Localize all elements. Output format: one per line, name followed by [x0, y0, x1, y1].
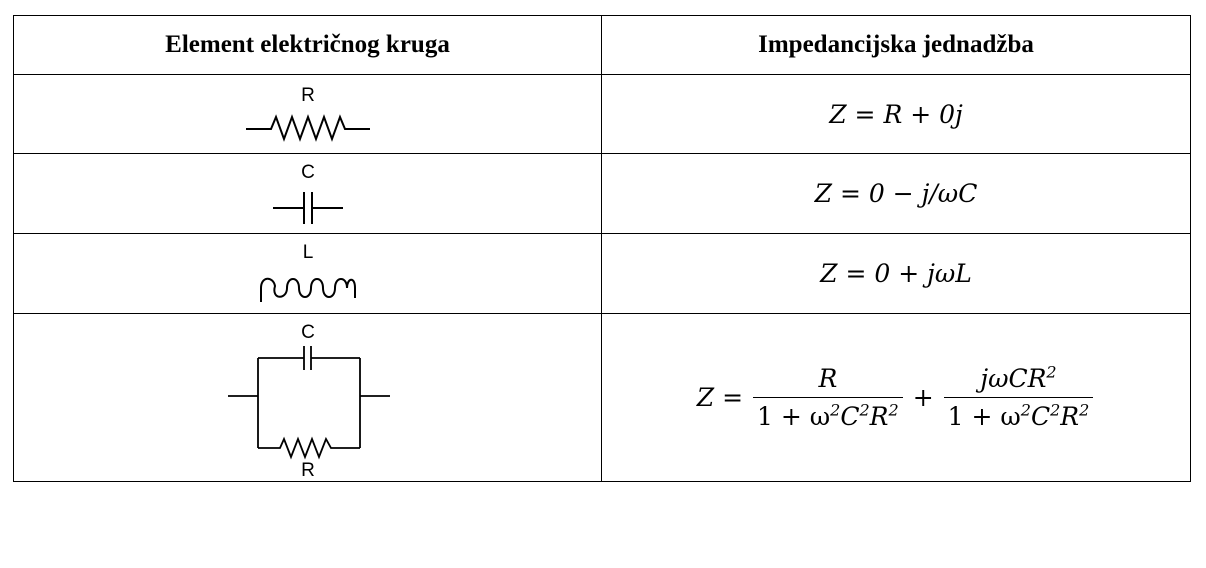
parallel-rc-icon: C R: [227, 322, 390, 478]
parallel-resistor-label: R: [301, 460, 315, 478]
capacitor-label: C: [301, 162, 315, 183]
symbol-cell: R: [13, 74, 602, 154]
resistor-icon: R: [245, 85, 370, 142]
capacitor-icon: C: [272, 162, 343, 224]
table-row: L Z = 0 + jωL: [13, 233, 1191, 314]
equation-capacitor: Z = 0 − j/ωC: [814, 179, 978, 208]
equation-resistor: Z = R + 0j: [829, 99, 963, 129]
table-row: C R: [13, 313, 1191, 482]
inductor-icon: L: [259, 242, 356, 302]
equation-parallel-rc: Z = R 1 + ω2C2R2 + jωCR2 1 + ω2C2R2: [697, 364, 1096, 431]
header-equation: Impedancijska jednadžba: [601, 15, 1191, 75]
fraction-real: R 1 + ω2C2R2: [753, 364, 903, 431]
impedance-table: Element električnog kruga Impedancijska …: [13, 15, 1191, 482]
equation-cell: Z = R 1 + ω2C2R2 + jωCR2 1 + ω2C2R2: [601, 313, 1191, 482]
header-element: Element električnog kruga: [13, 15, 602, 75]
inductor-label: L: [302, 242, 313, 263]
parallel-capacitor-label: C: [301, 322, 315, 343]
symbol-cell: C: [13, 153, 602, 234]
resistor-label: R: [301, 85, 315, 106]
symbol-cell: C R: [13, 313, 602, 482]
equation-cell: Z = 0 + jωL: [601, 233, 1191, 314]
equation-inductor: Z = 0 + jωL: [820, 259, 972, 288]
equation-cell: Z = R + 0j: [601, 74, 1191, 154]
equation-cell: Z = 0 − j/ωC: [601, 153, 1191, 234]
table-row: R Z = R + 0j: [13, 74, 1191, 154]
fraction-imaginary: jωCR2 1 + ω2C2R2: [943, 364, 1094, 431]
symbol-cell: L: [13, 233, 602, 314]
table-row: C Z = 0 − j/ωC: [13, 153, 1191, 234]
